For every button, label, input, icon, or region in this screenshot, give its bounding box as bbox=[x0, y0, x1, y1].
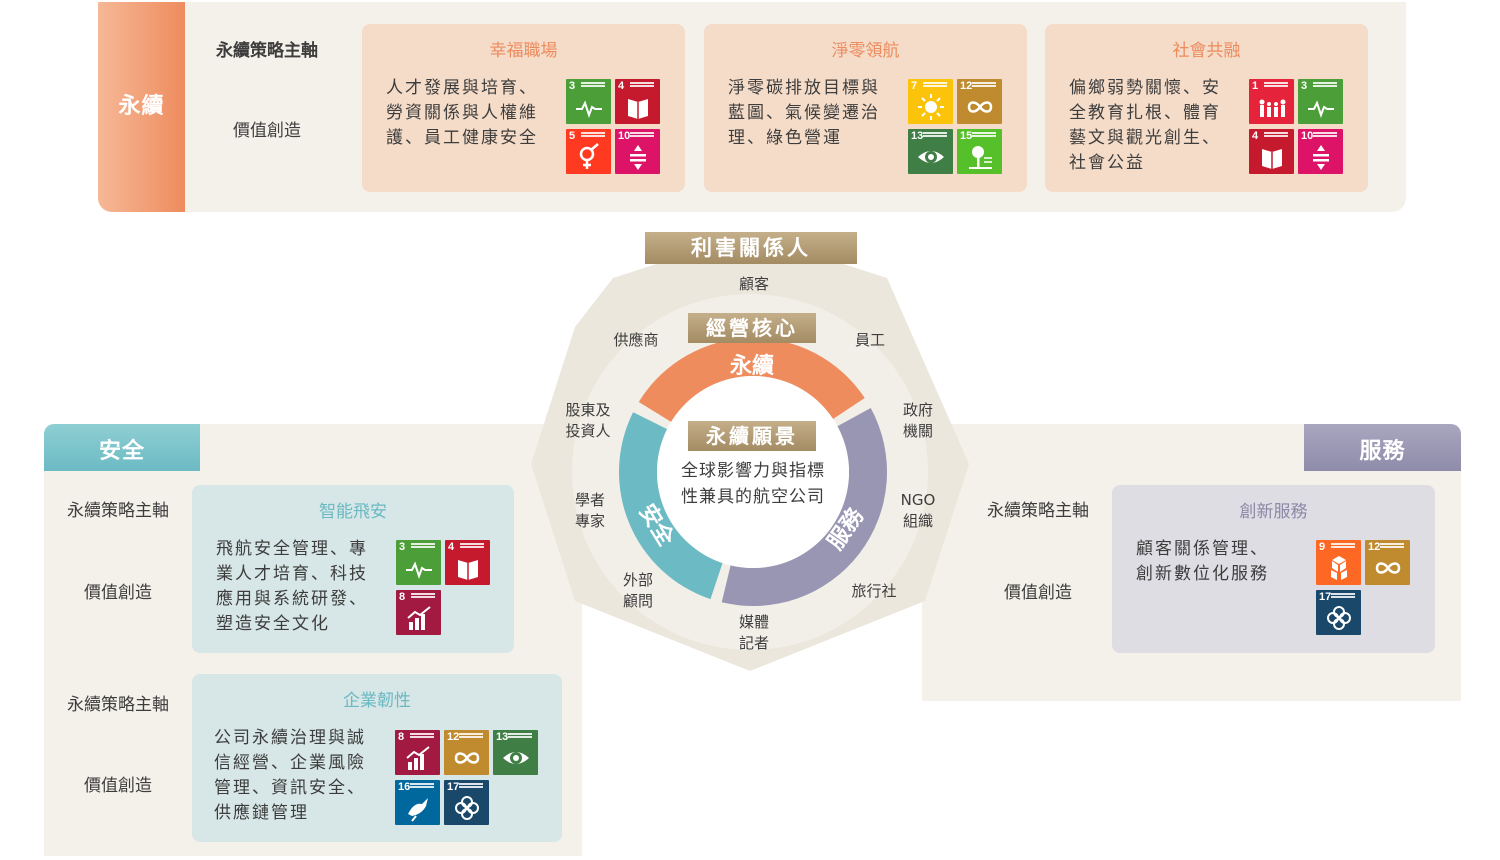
strategy-axis-label: 永續策略主軸 bbox=[216, 41, 318, 61]
sdg-15-tree-icon: 15 bbox=[957, 129, 1002, 174]
ring-segment-service bbox=[721, 408, 887, 606]
sdg-7-sun-icon: 7 bbox=[908, 79, 953, 124]
sdg-9-cubes-icon: 9 bbox=[1316, 540, 1361, 585]
safety-tab-label: 安全 bbox=[98, 439, 145, 464]
sustainability-tab bbox=[98, 2, 185, 212]
service-tab-label: 服務 bbox=[1359, 439, 1406, 464]
stakeholder-scholars: 學者 專家 bbox=[574, 491, 605, 530]
card-title: 社會共融 bbox=[1172, 41, 1241, 61]
sdg-12-infinity-icon: 12 bbox=[957, 79, 1002, 124]
sdg-4-book-icon: 4 bbox=[1249, 129, 1294, 174]
core-diagram bbox=[531, 234, 969, 671]
sdg-5-gender-icon: 5 bbox=[566, 129, 611, 174]
sdg-3-heartbeat-icon: 3 bbox=[1298, 79, 1343, 124]
sdg-13-eye-globe-icon: 13 bbox=[908, 129, 953, 174]
strategy-axis-label: 永續策略主軸 bbox=[67, 695, 169, 715]
ring-segment-safety bbox=[619, 412, 723, 600]
card-title: 幸福職場 bbox=[489, 41, 558, 61]
stakeholder-suppliers: 供應商 bbox=[613, 331, 659, 349]
sdg-8-growth-chart-icon: 8 bbox=[396, 590, 441, 635]
safety-tab bbox=[44, 424, 200, 471]
service-tab bbox=[1304, 424, 1461, 471]
stakeholder-employees: 員工 bbox=[854, 331, 885, 349]
sdg-12-infinity-icon: 12 bbox=[444, 730, 489, 775]
stakeholders-title: 利害關係人 bbox=[645, 232, 857, 264]
value-creation-label: 價值創造 bbox=[84, 776, 152, 796]
card-body: 顧客關係管理、 創新數位化服務 bbox=[1136, 539, 1269, 584]
ring-segment-sustainability bbox=[638, 338, 865, 422]
sdg-12-infinity-icon: 12 bbox=[1365, 540, 1410, 585]
sdg-17-flower-icon: 17 bbox=[444, 780, 489, 825]
card-body: 偏鄉弱勢關懷、安 全教育扎根、體育 藝文與觀光創生、 社會公益 bbox=[1069, 78, 1221, 173]
card-title: 淨零領航 bbox=[831, 41, 900, 61]
sdg-17-flower-icon: 17 bbox=[1316, 590, 1361, 635]
sdg-4-book-icon: 4 bbox=[445, 540, 490, 585]
value-creation-label: 價值創造 bbox=[84, 583, 152, 603]
vision-title: 永續願景 bbox=[688, 421, 816, 451]
stakeholder-government: 政府 機關 bbox=[902, 401, 933, 440]
sdg-8-growth-chart-icon: 8 bbox=[395, 730, 440, 775]
strategy-axis-label: 永續策略主軸 bbox=[987, 501, 1089, 521]
stakeholder-shareholders: 股東及 投資人 bbox=[565, 401, 611, 440]
sustainability-tab-label: 永續 bbox=[118, 94, 165, 119]
sdg-10-equality-icon: 10 bbox=[1298, 129, 1343, 174]
stakeholder-travel-agencies: 旅行社 bbox=[851, 582, 897, 600]
card-body: 飛航安全管理、專 業人才培育、科技 應用與系統研發、 塑造安全文化 bbox=[216, 539, 368, 634]
sdg-10-equality-icon: 10 bbox=[615, 129, 660, 174]
sdg-13-eye-globe-icon: 13 bbox=[493, 730, 538, 775]
stakeholder-customers: 顧客 bbox=[738, 275, 769, 293]
stakeholder-media: 媒體 記者 bbox=[738, 613, 769, 652]
card-title: 企業韌性 bbox=[343, 691, 411, 711]
card-body: 人才發展與培育、 勞資關係與人權維 護、員工健康安全 bbox=[386, 78, 538, 148]
card-smart-flight-safety: 智能飛安 飛航安全管理、專 業人才培育、科技 應用與系統研發、 塑造安全文化 3… bbox=[192, 485, 514, 653]
card-body: 淨零碳排放目標與 藍圖、氣候變遷治 理、綠色營運 bbox=[728, 78, 880, 148]
strategy-axis-label: 永續策略主軸 bbox=[67, 501, 169, 521]
sdg-3-heartbeat-icon: 3 bbox=[566, 79, 611, 124]
value-creation-label: 價值創造 bbox=[1004, 583, 1072, 603]
stakeholder-consultants: 外部 顧問 bbox=[622, 571, 653, 610]
stakeholder-ngo: NGO 組織 bbox=[900, 491, 936, 530]
ring-label-sustainability: 永續 bbox=[729, 354, 774, 379]
card-title: 智能飛安 bbox=[319, 502, 387, 522]
card-body: 公司永續治理與誠 信經營、企業風險 管理、資訊安全、 供應鏈管理 bbox=[214, 728, 366, 823]
core-title: 經營核心 bbox=[688, 313, 816, 343]
sdg-1-family-icon: 1 bbox=[1249, 79, 1294, 124]
sdg-4-book-icon: 4 bbox=[615, 79, 660, 124]
value-creation-label: 價值創造 bbox=[233, 121, 301, 141]
sdg-16-dove-icon: 16 bbox=[395, 780, 440, 825]
vision-text: 全球影響力與指標 性兼具的航空公司 bbox=[681, 461, 825, 507]
card-title: 創新服務 bbox=[1239, 502, 1308, 522]
sdg-3-heartbeat-icon: 3 bbox=[396, 540, 441, 585]
